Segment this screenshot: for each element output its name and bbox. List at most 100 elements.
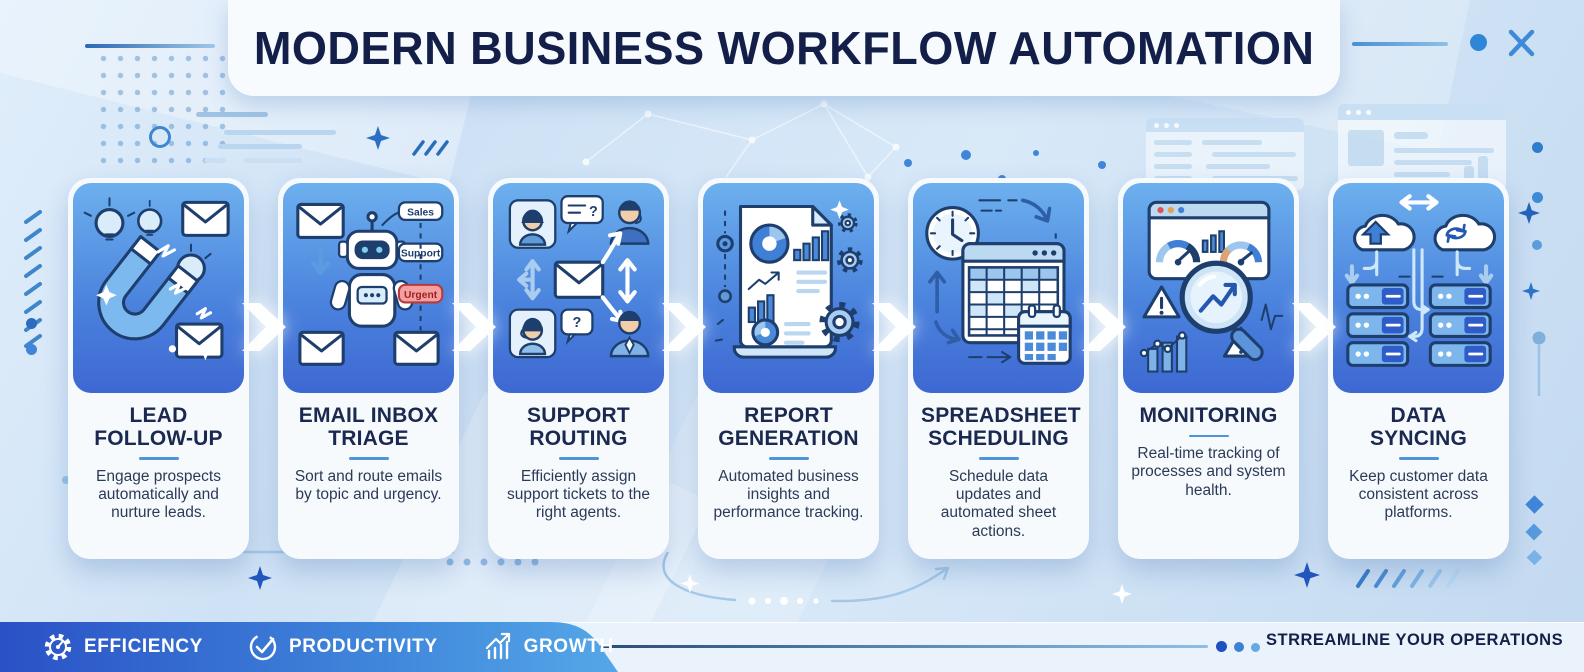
monitoring-illustration	[1123, 183, 1294, 393]
card-body: LEAD FOLLOW-UP Engage prospects automati…	[73, 393, 244, 523]
title-rule-right	[1352, 42, 1448, 46]
monitoring-magnifier-icon	[1139, 200, 1283, 373]
spreadsheet-calendar-icon	[924, 198, 1072, 365]
slashes-fade-decoration	[1356, 569, 1460, 588]
footer-badges: EFFICIENCY PRODUCTIVITY GROWTH	[42, 622, 614, 672]
decor-dot	[1532, 192, 1543, 203]
growth-chart-icon	[485, 632, 510, 660]
flow-curve-decoration	[662, 552, 950, 605]
sparkle-star-icon	[248, 566, 272, 590]
card-report-generation: REPORT GENERATION Automated business ins…	[698, 178, 879, 559]
card-description: Automated business insights and performa…	[713, 467, 864, 522]
card-body: EMAIL INBOX TRIAGE Sort and route emails…	[283, 393, 454, 504]
card-description: Sort and route emails by topic and urgen…	[294, 467, 443, 504]
card-divider	[138, 457, 179, 460]
cloud-sync-icon	[1344, 194, 1496, 367]
card-description: Engage prospects automatically and nurtu…	[96, 467, 221, 522]
diamond-icon	[1525, 495, 1544, 514]
card-lead-follow-up: LEAD FOLLOW-UP Engage prospects automati…	[68, 178, 249, 559]
report-document-icon	[714, 200, 863, 359]
dotted-line-decoration	[446, 558, 539, 566]
decor-dot	[62, 476, 70, 484]
ticket-routing-icon: ?	[508, 195, 649, 359]
card-description: Real-time tracking of processes and syst…	[1131, 445, 1286, 499]
circle-outline-icon	[149, 126, 171, 148]
sparkle-star-icon	[1522, 282, 1540, 300]
card-monitoring: MONITORING Real-time tracking of process…	[1118, 178, 1299, 559]
report-generation-illustration	[703, 183, 874, 393]
workflow-cards-row: LEAD FOLLOW-UP Engage prospects automati…	[68, 178, 1509, 559]
footer-dot	[1216, 641, 1227, 652]
card-data-syncing: DATA SYNCING Keep customer data consiste…	[1328, 178, 1509, 559]
card-title: EMAIL INBOX TRIAGE	[298, 404, 439, 450]
card-title: REPORT GENERATION	[718, 404, 859, 450]
dot-grid-pattern	[95, 50, 231, 170]
magnet-leads-icon	[83, 197, 230, 361]
card-divider	[1398, 457, 1439, 460]
question-bubble-text: ?	[589, 204, 598, 220]
card-body: DATA SYNCING Keep customer data consiste…	[1333, 393, 1504, 523]
badge-efficiency: EFFICIENCY	[42, 631, 203, 663]
card-divider	[348, 457, 389, 460]
badge-label: GROWTH	[523, 636, 614, 657]
email-triage-illustration: Sales Support Urgent	[283, 183, 454, 393]
flow-arrow-icon	[452, 303, 496, 351]
footer-dot	[1251, 642, 1260, 652]
card-title: LEAD FOLLOW-UP	[94, 404, 223, 450]
data-syncing-illustration	[1333, 183, 1504, 393]
title-dot	[1470, 34, 1487, 51]
sparkle-star-icon	[366, 126, 390, 150]
faded-window-decoration	[1338, 104, 1506, 190]
sparkle-star-icon	[1518, 202, 1540, 224]
card-body: REPORT GENERATION Automated business ins…	[703, 393, 874, 523]
footer-rule	[600, 645, 1208, 648]
diamond-icon	[1526, 549, 1543, 566]
label-sales: Sales	[407, 207, 434, 218]
card-spreadsheet-scheduling: SPREADSHEET SCHEDULING Schedule data upd…	[908, 178, 1089, 559]
title-banner: MODERN BUSINESS WORKFLOW AUTOMATION	[228, 0, 1340, 96]
card-description: Efficiently assign support tickets to th…	[506, 467, 651, 522]
card-description: Keep customer data consistent across pla…	[1349, 467, 1488, 522]
card-title: SUPPORT ROUTING	[527, 404, 630, 450]
question-bubble-text: ?	[572, 315, 581, 331]
title-rule-left	[85, 44, 215, 48]
card-title: DATA SYNCING	[1369, 404, 1468, 450]
footer-tagline: STRREAMLINE YOUR OPERATIONS	[1266, 631, 1564, 649]
spreadsheet-scheduling-illustration	[913, 183, 1084, 393]
pin-line-decoration	[1532, 331, 1546, 396]
x-mark-icon	[1508, 29, 1535, 57]
decor-dot	[26, 344, 37, 355]
faded-list-decoration	[196, 112, 346, 176]
flow-arrow-icon	[1082, 303, 1126, 351]
flow-arrow-icon	[1292, 303, 1336, 351]
gear-icon	[44, 633, 72, 661]
flow-arrow-icon	[242, 303, 286, 351]
footer-banner	[0, 622, 618, 672]
card-divider	[558, 457, 599, 460]
network-lines-decoration	[582, 100, 900, 181]
flow-arrow-icon	[662, 303, 706, 351]
card-description: Schedule data updates and automated shee…	[940, 467, 1057, 540]
footer-dot	[1234, 642, 1244, 652]
card-email-inbox-triage: Sales Support Urgent EMAIL INBOX TRIAGE …	[278, 178, 459, 559]
robot-triage-icon: Sales Support Urgent	[295, 201, 443, 366]
slashes-icon	[412, 140, 449, 156]
card-divider	[978, 457, 1019, 460]
label-urgent: Urgent	[403, 290, 437, 301]
sparkle-star-icon	[1112, 584, 1132, 604]
badge-label: EFFICIENCY	[84, 636, 203, 657]
card-body: MONITORING Real-time tracking of process…	[1123, 393, 1294, 500]
badge-label: PRODUCTIVITY	[288, 636, 438, 657]
check-circle-icon	[249, 633, 277, 661]
card-divider	[1188, 434, 1229, 438]
badge-growth: GROWTH	[482, 631, 614, 663]
card-support-routing: ?	[488, 178, 669, 559]
flow-arrow-icon	[872, 303, 916, 351]
card-body: SPREADSHEET SCHEDULING Schedule data upd…	[913, 393, 1084, 541]
lead-follow-up-illustration	[73, 183, 244, 393]
card-divider	[768, 457, 809, 460]
badge-productivity: PRODUCTIVITY	[247, 631, 438, 663]
decor-dot	[1532, 240, 1542, 250]
decor-dot	[1532, 142, 1543, 153]
